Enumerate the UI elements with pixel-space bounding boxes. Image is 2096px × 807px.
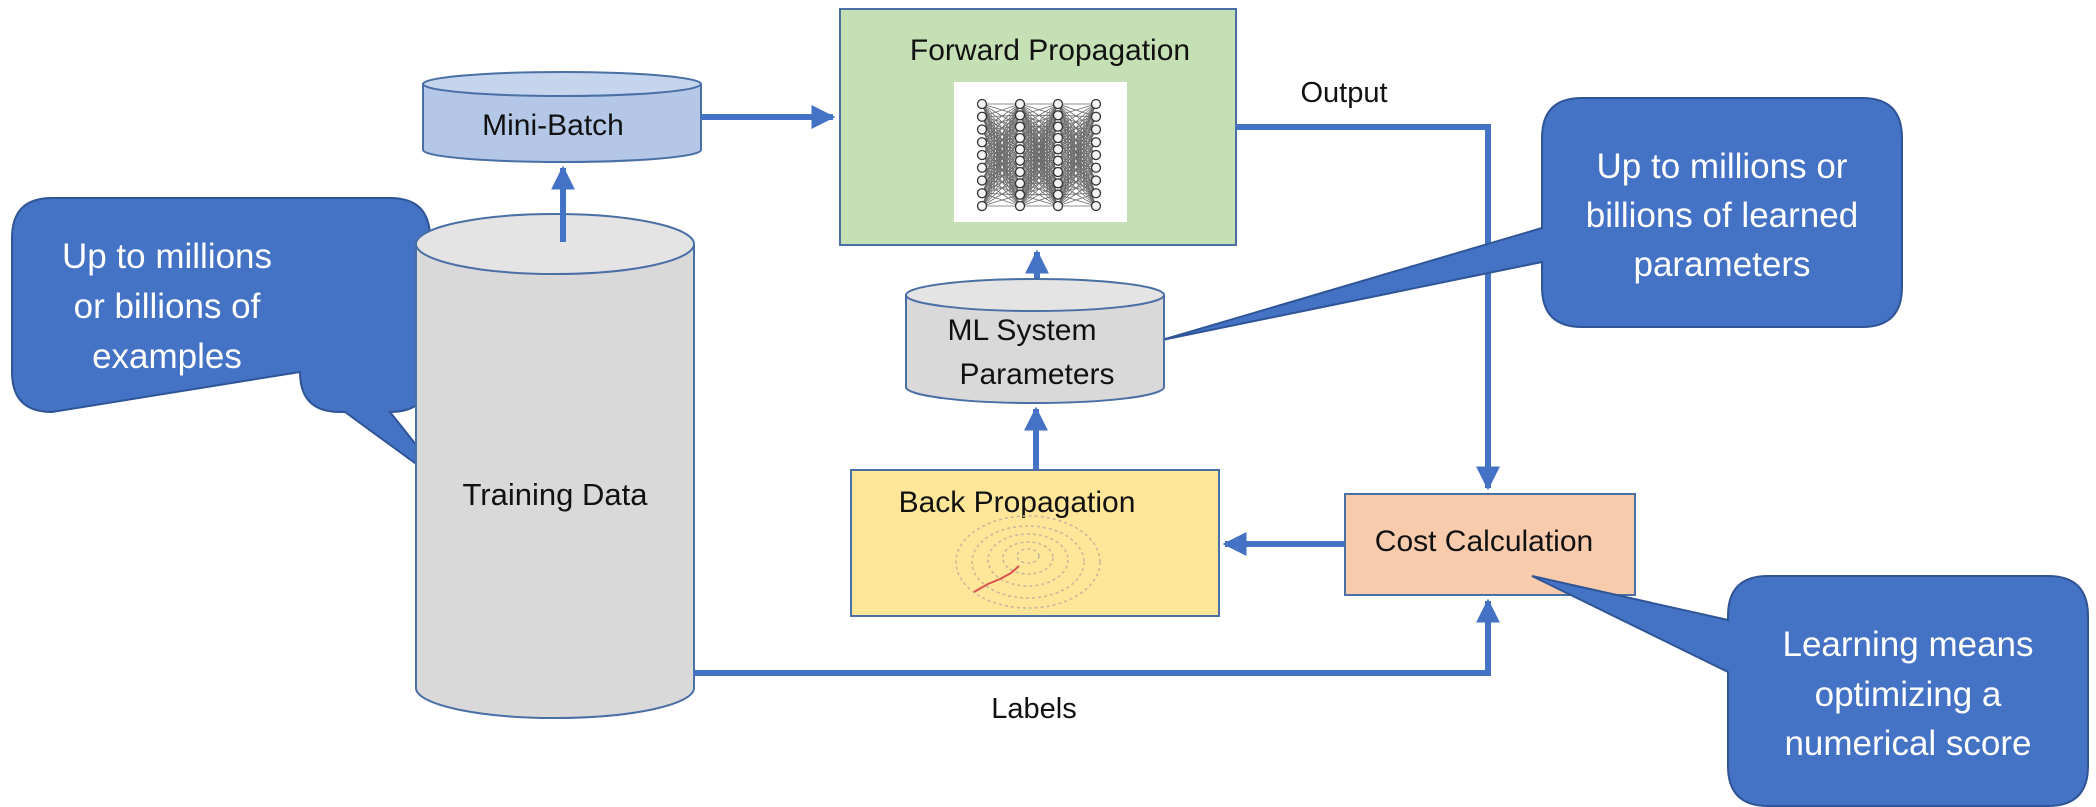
gradient-contour-icon xyxy=(955,515,1101,609)
callout-examples: Up to millions or billions of examples xyxy=(11,197,453,491)
callout-examples-line-1: Up to millions xyxy=(62,237,272,276)
callout-examples-line-2: or billions of xyxy=(74,287,261,326)
mini-batch-cylinder: Mini-Batch xyxy=(422,71,702,163)
callout-parameters-line-1: Up to millions or xyxy=(1597,147,1848,186)
output-edge-label: Output xyxy=(1300,77,1387,109)
callout-learning: Learning means optimizing a numerical sc… xyxy=(1531,575,2089,807)
neural-network-icon xyxy=(954,82,1127,222)
cost-calculation-box: Cost Calculation xyxy=(1344,493,1636,596)
back-propagation-box: Back Propagation xyxy=(850,469,1220,617)
mini-batch-label: Mini-Batch xyxy=(482,109,624,142)
labels-edge-label: Labels xyxy=(991,693,1076,725)
ml-system-label-line-1: ML System xyxy=(948,314,1097,347)
back-propagation-label: Back Propagation xyxy=(899,486,1136,519)
ml-system-label-line-2: Parameters xyxy=(959,358,1114,391)
callout-learning-line-1: Learning means xyxy=(1783,625,2034,664)
arrow-output-to-cost xyxy=(1236,124,1500,491)
callout-learning-shape xyxy=(1531,575,2089,807)
forward-propagation-box: Forward Propagation xyxy=(839,8,1237,246)
callout-learning-line-3: numerical score xyxy=(1784,724,2031,763)
ml-system-parameters-cylinder: ML System Parameters xyxy=(905,278,1165,404)
callout-parameters-shape xyxy=(1161,97,1903,341)
callout-parameters-line-3: parameters xyxy=(1633,245,1810,284)
callout-parameters-line-2: billions of learned xyxy=(1586,196,1858,235)
callout-learning-line-2: optimizing a xyxy=(1815,675,2002,714)
training-data-label: Training Data xyxy=(463,477,649,512)
cost-calculation-label: Cost Calculation xyxy=(1375,525,1593,558)
callout-examples-shape xyxy=(11,197,453,491)
training-data-cylinder: Training Data xyxy=(415,213,695,719)
forward-propagation-label: Forward Propagation xyxy=(910,34,1190,67)
arrow-labels-to-cost xyxy=(694,598,1500,676)
callout-parameters: Up to millions or billions of learned pa… xyxy=(1161,97,1903,341)
callout-examples-line-3: examples xyxy=(92,337,242,376)
